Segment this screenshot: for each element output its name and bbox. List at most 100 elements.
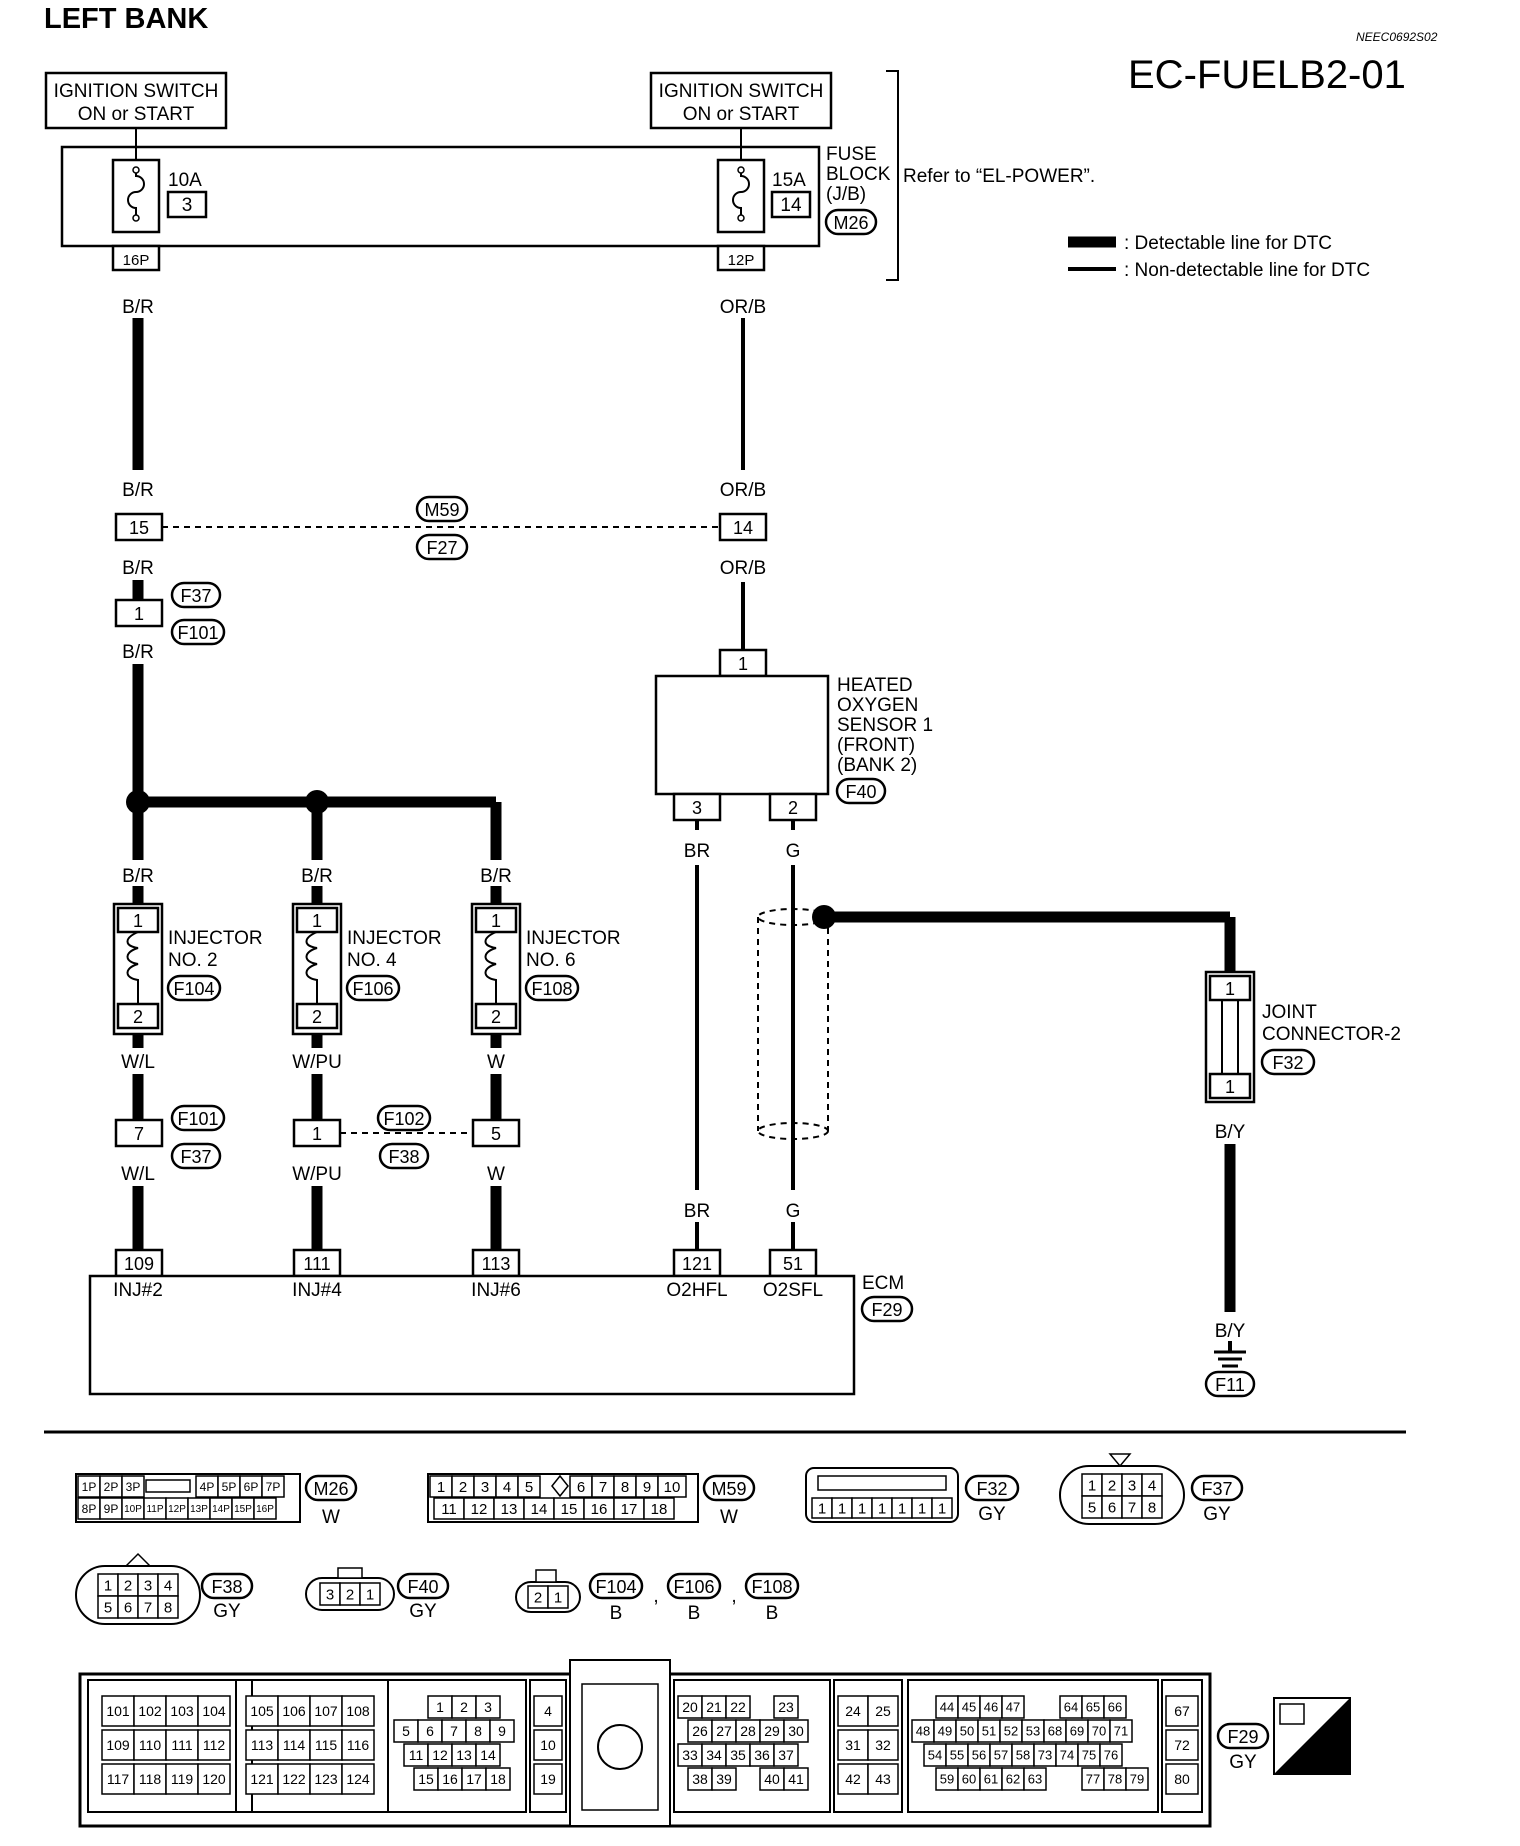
connector-tag-f108 xyxy=(524,974,580,1002)
view-m26-color: W xyxy=(322,1507,340,1528)
connector-tag-f106 xyxy=(345,974,401,1002)
f29-pin-19: 19 xyxy=(540,1771,556,1787)
wire-wpu-1: W/PU xyxy=(292,1052,342,1073)
inj4-pin2 xyxy=(295,1002,339,1030)
joint-pin-top xyxy=(1208,974,1252,1002)
f37-pin-7: 7 xyxy=(1128,1499,1136,1516)
ecm-box xyxy=(88,1274,856,1396)
f29-pin-24-cell xyxy=(837,1695,869,1727)
f29-pin-78: 78 xyxy=(1108,1772,1122,1787)
f29-pin-51: 51 xyxy=(982,1724,996,1739)
f29-pin-39-cell xyxy=(711,1767,737,1791)
connector-f108-label: F108 xyxy=(531,979,572,999)
f29-pin-61: 61 xyxy=(984,1772,998,1787)
f29-pin-71: 71 xyxy=(1114,1724,1128,1739)
heated-oxygen-sensor xyxy=(654,674,830,796)
connector-f106-label: F106 xyxy=(352,979,393,999)
f29-pin-59: 59 xyxy=(940,1772,954,1787)
f40-pin-1-cell xyxy=(359,1582,381,1606)
view-f29-label: F29 xyxy=(1227,1727,1258,1747)
m59-pin-9: 9 xyxy=(643,1479,651,1496)
f29-pin-42: 42 xyxy=(845,1771,861,1787)
wire-by-1: B/Y xyxy=(1215,1122,1246,1143)
f29-pin-116: 116 xyxy=(347,1737,370,1753)
f29-pin-12: 12 xyxy=(432,1747,448,1763)
page-title: LEFT BANK xyxy=(44,3,208,35)
fuse-right-no: 14 xyxy=(780,195,802,216)
connector-f104-label: F104 xyxy=(173,979,214,999)
m59-pin-11: 11 xyxy=(441,1501,457,1518)
m59-pin-5-cell xyxy=(517,1475,541,1498)
m26-pin-2P: 2P xyxy=(104,1480,119,1494)
connector-tag-f104 xyxy=(166,974,222,1002)
connector-tag-f29 xyxy=(860,1295,914,1323)
wire-br-4: B/R xyxy=(122,642,154,663)
f29-pin-8: 8 xyxy=(474,1723,482,1739)
f29-pin-115: 115 xyxy=(315,1737,338,1753)
pin-14-label: 14 xyxy=(733,518,753,538)
wire-br-sensor-2: BR xyxy=(684,1201,710,1222)
connector-tag-f37 xyxy=(170,581,222,609)
view-f40-color: GY xyxy=(409,1601,437,1622)
f29-pin-20: 20 xyxy=(682,1699,698,1715)
f29-pin-9: 9 xyxy=(498,1723,506,1739)
view-tag-f108 xyxy=(744,1572,800,1600)
legend-detectable-text: : Detectable line for DTC xyxy=(1124,233,1332,254)
f40-latch xyxy=(337,1567,363,1579)
connector-pin-1-f102 xyxy=(292,1118,342,1148)
f29-pin-119: 119 xyxy=(171,1771,194,1787)
wire-g-sensor-1: G xyxy=(786,841,801,862)
joint-label1: JOINT xyxy=(1262,1002,1317,1023)
f29-pin-58: 58 xyxy=(1016,1748,1030,1763)
diagram-id: EC-FUELB2-01 xyxy=(1128,53,1406,97)
connector-f37-label: F37 xyxy=(180,586,211,606)
fuse-left-symbol xyxy=(127,168,145,218)
f29-pin-9-cell xyxy=(489,1719,515,1743)
f37-pin-1: 1 xyxy=(1088,1477,1096,1494)
pin-1-f102-label: 1 xyxy=(312,1124,322,1144)
wire-wl-1: W/L xyxy=(121,1052,155,1073)
f29-pin-55: 55 xyxy=(950,1748,964,1763)
f29-pin-10: 10 xyxy=(540,1737,556,1753)
f29-pin-118: 118 xyxy=(139,1771,162,1787)
view-f38-color: GY xyxy=(213,1601,241,1622)
f29-pin-111-cell xyxy=(165,1729,199,1761)
wire-w-2: W xyxy=(487,1164,505,1185)
f29-pin-108: 108 xyxy=(346,1703,370,1719)
f32-pin-1: 1 xyxy=(858,1500,866,1517)
pin-12p-label: 12P xyxy=(728,252,755,269)
pin-7-label: 7 xyxy=(134,1124,144,1144)
f29-group-5 xyxy=(673,1679,831,1813)
f29-pin-36: 36 xyxy=(754,1747,770,1763)
m59-pin-12: 12 xyxy=(471,1501,488,1518)
sensor-label3: SENSOR 1 xyxy=(837,715,933,736)
inj-pin-2: 2 xyxy=(534,1589,542,1606)
fuse-block-label3: (J/B) xyxy=(826,184,866,205)
connector-tag-m26 xyxy=(824,208,878,236)
f29-pin-65: 65 xyxy=(1086,1700,1100,1715)
f29-pin-120: 120 xyxy=(202,1771,226,1787)
connector-tag-f11 xyxy=(1204,1370,1256,1398)
inj2-name: INJECTOR xyxy=(168,928,263,949)
f29-pin-48: 48 xyxy=(916,1724,930,1739)
connector-f29-label: F29 xyxy=(871,1300,902,1320)
connector-f101-label: F101 xyxy=(177,623,218,643)
fuse-left-no-box xyxy=(166,190,208,219)
m26-pin-1P: 1P xyxy=(82,1480,97,1494)
f29-pin-80: 80 xyxy=(1174,1771,1190,1787)
f29-pin-67: 67 xyxy=(1174,1703,1190,1719)
f29-pin-28: 28 xyxy=(740,1723,756,1739)
connector-m26-label: M26 xyxy=(833,213,868,233)
f29-pin-54: 54 xyxy=(928,1748,942,1763)
inj-pin-1-cell xyxy=(547,1585,569,1609)
f37-latch-icon xyxy=(1108,1453,1132,1468)
ecm-pin-113 xyxy=(471,1248,521,1278)
f32-slot xyxy=(817,1475,947,1491)
view-f37-label: F37 xyxy=(1201,1479,1232,1499)
f29-pin-70: 70 xyxy=(1092,1724,1106,1739)
f29-pin-117-cell xyxy=(101,1763,135,1795)
f29-pin-77: 77 xyxy=(1086,1772,1100,1787)
connector-f27-label: F27 xyxy=(426,538,457,558)
f29-pin-103-cell xyxy=(165,1695,199,1727)
